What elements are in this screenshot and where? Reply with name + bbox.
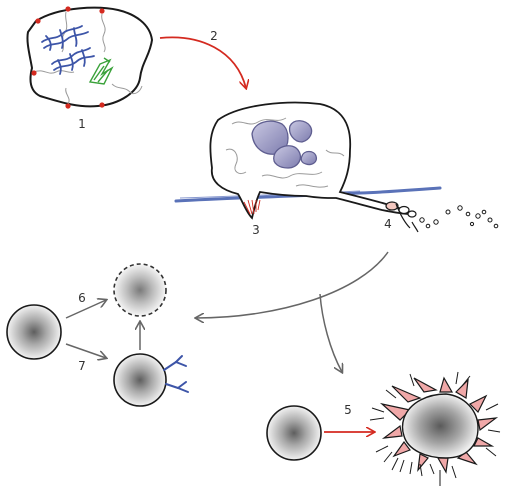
step-label-4: 4 — [384, 217, 392, 231]
round-cell-icon-2 — [266, 405, 322, 461]
dividing-cell-icon — [26, 6, 154, 109]
microvilli-icon — [369, 371, 501, 486]
step-label-2: 2 — [210, 29, 218, 43]
receptor-y-icon — [163, 355, 189, 393]
trailing-tail-icon — [385, 201, 419, 233]
receptor-cell-icon — [113, 353, 189, 407]
membrane-dot-icon — [31, 6, 105, 109]
adhesion-fibers-icon — [243, 199, 261, 215]
nucleus-icon — [251, 120, 318, 169]
chromosome-icon — [41, 25, 95, 75]
step-label-3: 3 — [252, 223, 260, 237]
spiky-cell-icon — [369, 371, 501, 486]
arrow-to-right-branch — [319, 293, 342, 372]
dashed-cell-icon — [113, 263, 167, 317]
step-label-5: 5 — [344, 403, 352, 417]
step-label-6: 6 — [78, 291, 86, 305]
arrow-7 — [65, 343, 106, 358]
vesicles-icon — [419, 205, 499, 229]
arrow-6 — [65, 300, 106, 319]
step-label-7: 7 — [78, 359, 86, 373]
arrow-to-left-branch — [196, 251, 389, 318]
arrow-2 — [159, 36, 246, 88]
round-cell-icon — [6, 304, 62, 360]
adherent-cell-icon — [209, 101, 499, 233]
step-label-1: 1 — [78, 117, 86, 131]
spindle-icon — [88, 57, 114, 85]
